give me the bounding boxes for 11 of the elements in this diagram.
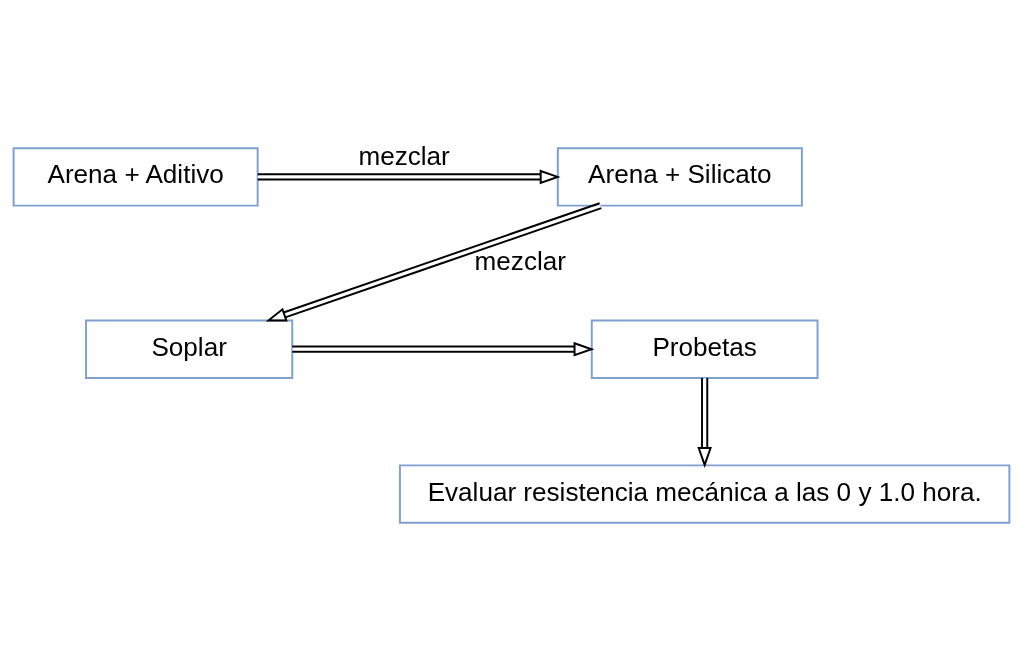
node-box: Evaluar resistencia mecánica a las 0 y 1.0 hora.: [398, 464, 1011, 524]
arrow: [697, 376, 712, 468]
node-box: Arena + Silicato: [556, 147, 803, 207]
arrow: [291, 341, 595, 357]
node-box: Soplar: [85, 319, 294, 379]
edge-label: mezclar: [474, 245, 566, 276]
node-box: Arena + Aditivo: [12, 147, 259, 207]
arrow: [256, 169, 561, 185]
edge-label: mezclar: [358, 141, 450, 172]
arrow: [265, 202, 603, 322]
node-box: Probetas: [590, 319, 819, 379]
